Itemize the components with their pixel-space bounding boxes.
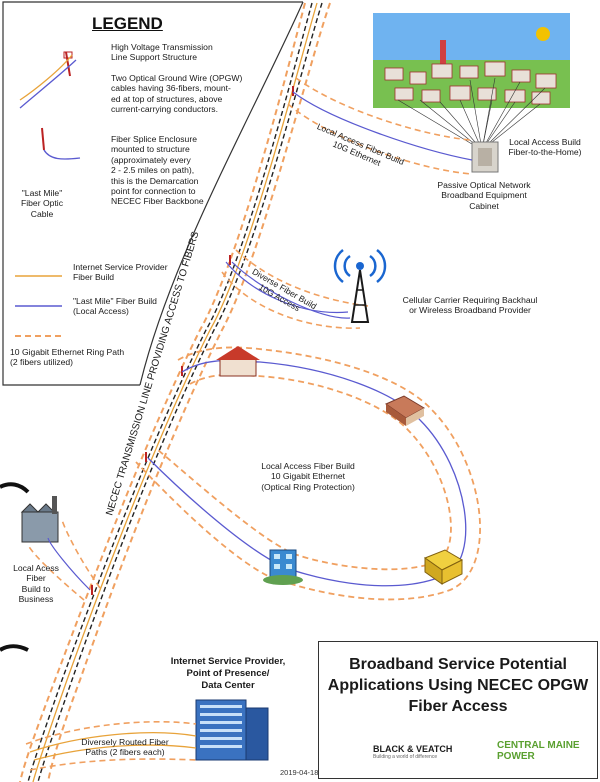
title-text: Broadband Service Potential Applications… [327,656,589,715]
optical-ring [135,346,481,601]
legend-last-mile-cable-text: "Last Mile" Fiber Optic Cable [20,188,64,219]
date-stamp: 2019-04-18 [280,768,319,777]
legend-splice-text: Fiber Splice Enclosure mounted to struct… [111,134,204,207]
splice-enclosures [91,86,294,595]
business-text: Local Acess Fiber Build to Business [13,563,59,605]
house-icon [216,346,260,377]
legend-last-mile-text: "Last Mile" Fiber Build (Local Access) [73,296,157,317]
legend-box [2,1,303,386]
ring-build-text: Local Access Fiber Build 10 Gigabit Ethe… [261,461,355,492]
pon-cabinet-text: Passive Optical Network Broadband Equipm… [437,180,531,211]
cellular-text: Cellular Carrier Requiring Backhaul or W… [402,295,538,316]
cabinet-fiber [287,77,473,175]
legend-ring-text: 10 Gigabit Ethernet Ring Path (2 fibers … [10,347,125,368]
legend-symbols [15,51,81,337]
factory-icon [20,496,59,543]
bv-logo-text: BLACK & VEATCH [373,744,453,754]
warehouse-icon [384,395,425,426]
legend-tower-text: High Voltage Transmission Line Support S… [111,42,213,63]
isp-fiber-paths [25,721,197,771]
data-center-icon [195,699,269,761]
equipment-box-icon [423,549,464,585]
bv-logo-tagline: Building a world of difference [373,754,438,760]
diversely-routed-text: Diversely Routed Fiber Paths (2 fibers e… [81,737,169,758]
local-access-ftth-text: Local Access Build Fiber-to-the-Home) [508,137,582,158]
ftth-drops [397,77,546,151]
legend-isp-text: Internet Service Provider Fiber Build [73,262,168,283]
business-fiber [27,519,101,601]
edge-mark [0,644,29,652]
transmission-corridor [19,2,331,782]
cell-tower-icon [333,249,387,323]
legend-title: LEGEND [92,14,163,33]
cell-fiber [221,249,369,329]
legend-opgw-text: Two Optical Ground Wire (OPGW) cables ha… [111,73,243,115]
edge-mark [0,482,30,494]
office-building-icon [263,549,303,585]
village-image [373,13,570,108]
pon-cabinet-icon [471,141,499,173]
isp-pop-text: Internet Service Provider, Point of Pres… [170,656,286,691]
cmp-logo-text: CENTRAL MAINE POWER [497,740,580,762]
title-block: Broadband Service Potential Applications… [318,641,598,779]
